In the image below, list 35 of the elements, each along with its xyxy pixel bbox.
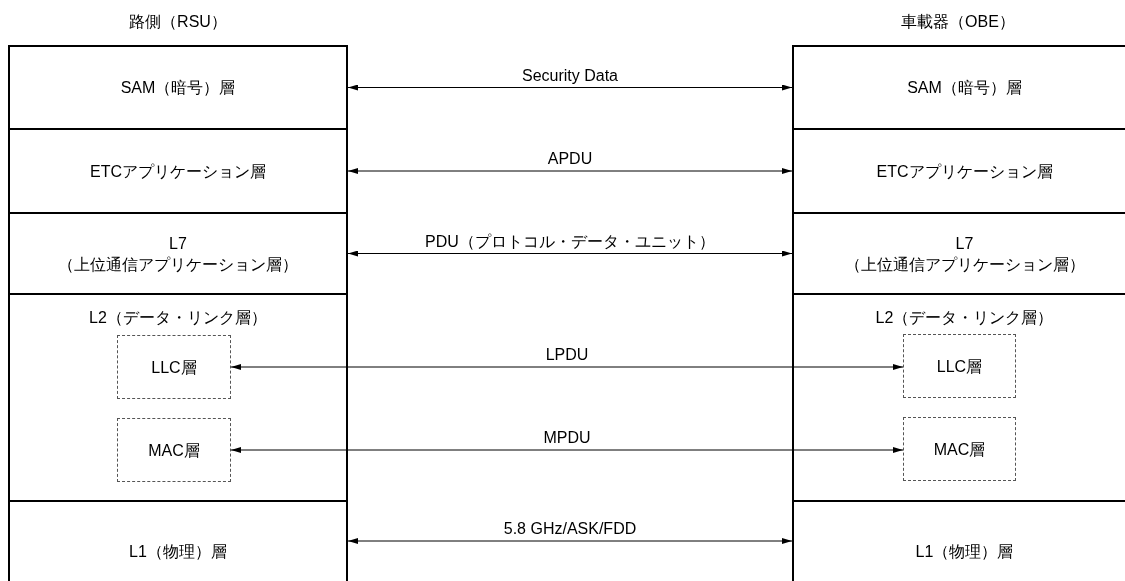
layer-label: LLC層	[151, 357, 197, 378]
sublayer-box	[903, 417, 1016, 481]
layer-label: （上位通信アプリケーション層）	[844, 254, 1085, 275]
arrow	[347, 538, 793, 544]
layer-heading: L2（データ・リンク層）	[875, 308, 1054, 328]
arrow	[230, 447, 904, 453]
layer-label: L1（物理）層	[129, 541, 227, 562]
layer-box	[792, 45, 1125, 130]
layer-label: MAC層	[933, 439, 986, 460]
sublayer-box	[903, 334, 1016, 398]
layer-label: MAC層	[148, 440, 200, 461]
layer-label: ETCアプリケーション層	[876, 161, 1053, 182]
arrow	[347, 84, 793, 91]
layer-box	[8, 212, 348, 295]
layer-label: L7	[169, 233, 187, 254]
layer-label: SAM（暗号）層	[120, 78, 236, 98]
sublayer-box	[117, 418, 231, 482]
arrow	[230, 364, 904, 370]
layer-label: L7	[955, 233, 974, 254]
layer-label: SAM（暗号）層	[907, 78, 1022, 98]
arrow	[347, 168, 793, 174]
layer-label: L1（物理）層	[915, 541, 1014, 562]
layer-label: ETCアプリケーション層	[90, 161, 266, 182]
column-heading: 路側（RSU）	[129, 12, 227, 32]
layer-box	[8, 45, 348, 130]
column-heading: 車載器（OBE）	[901, 12, 1015, 32]
layer-box	[8, 500, 348, 581]
layer-label: （上位通信アプリケーション層）	[58, 254, 298, 275]
layer-label: LLC層	[936, 356, 983, 377]
layer-box	[8, 293, 348, 502]
layer-heading: L2（データ・リンク層）	[89, 308, 267, 328]
edge-label: Security Data	[520, 66, 620, 85]
arrow	[347, 250, 793, 257]
sublayer-box	[117, 335, 231, 399]
layer-box	[8, 128, 348, 214]
